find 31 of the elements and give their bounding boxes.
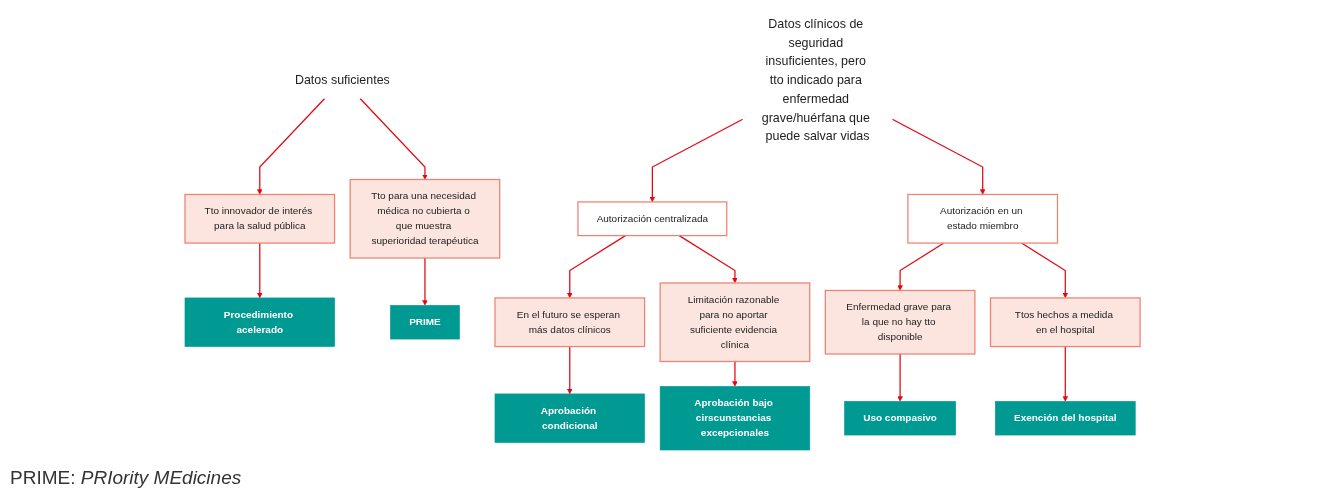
node-box: Limitación razonable para no aportar suficiente evidencia clínica: [659, 282, 811, 363]
node-box: Ttos hechos a medida en el hospital: [989, 297, 1141, 348]
node-text: Datos suficientes: [294, 72, 390, 87]
arrow: [732, 360, 738, 387]
node-box: En el futuro se esperan más datos clínicos: [494, 297, 646, 348]
node-box: Tto innovador de interés para la salud pública: [184, 193, 336, 244]
arrow: [422, 257, 428, 306]
node-box: Enfermedad grave para la que no hay tto disponible: [824, 289, 976, 355]
arrow: [257, 97, 326, 195]
node-box: Aprobación bajo cirscunstancias excepcionales: [659, 386, 810, 451]
node-box: Procedimiento acelerado: [184, 297, 335, 347]
node-box: Autorización en un estado miembro: [907, 193, 1059, 244]
arrow: [1020, 242, 1068, 299]
node-box: Tto para una necesidad médica no cubierta o que muestra superioridad terapéutica: [349, 178, 501, 259]
arrow: [649, 118, 744, 203]
arrow: [897, 242, 945, 291]
arrow: [359, 97, 428, 180]
node-box: Uso compasivo: [844, 401, 956, 436]
node-box: Autorización centralizada: [577, 201, 728, 237]
node-box: Aprobación condicional: [494, 393, 645, 443]
arrow: [257, 242, 263, 299]
node-box: Exención del hospital: [995, 401, 1136, 436]
arrow: [567, 234, 627, 299]
arrow: [678, 234, 738, 284]
arrow: [1062, 345, 1068, 402]
footnote: PRIME: PRIority MEdicines: [10, 467, 242, 489]
node-text: Datos clínicos de seguridad insuficientes, pero tto indicado para enfermedad grave/huérfana que puede salvar vidas: [761, 16, 870, 143]
arrow: [567, 345, 573, 395]
arrow: [897, 353, 903, 402]
arrow: [891, 118, 986, 195]
node-box: PRIME: [390, 305, 460, 340]
